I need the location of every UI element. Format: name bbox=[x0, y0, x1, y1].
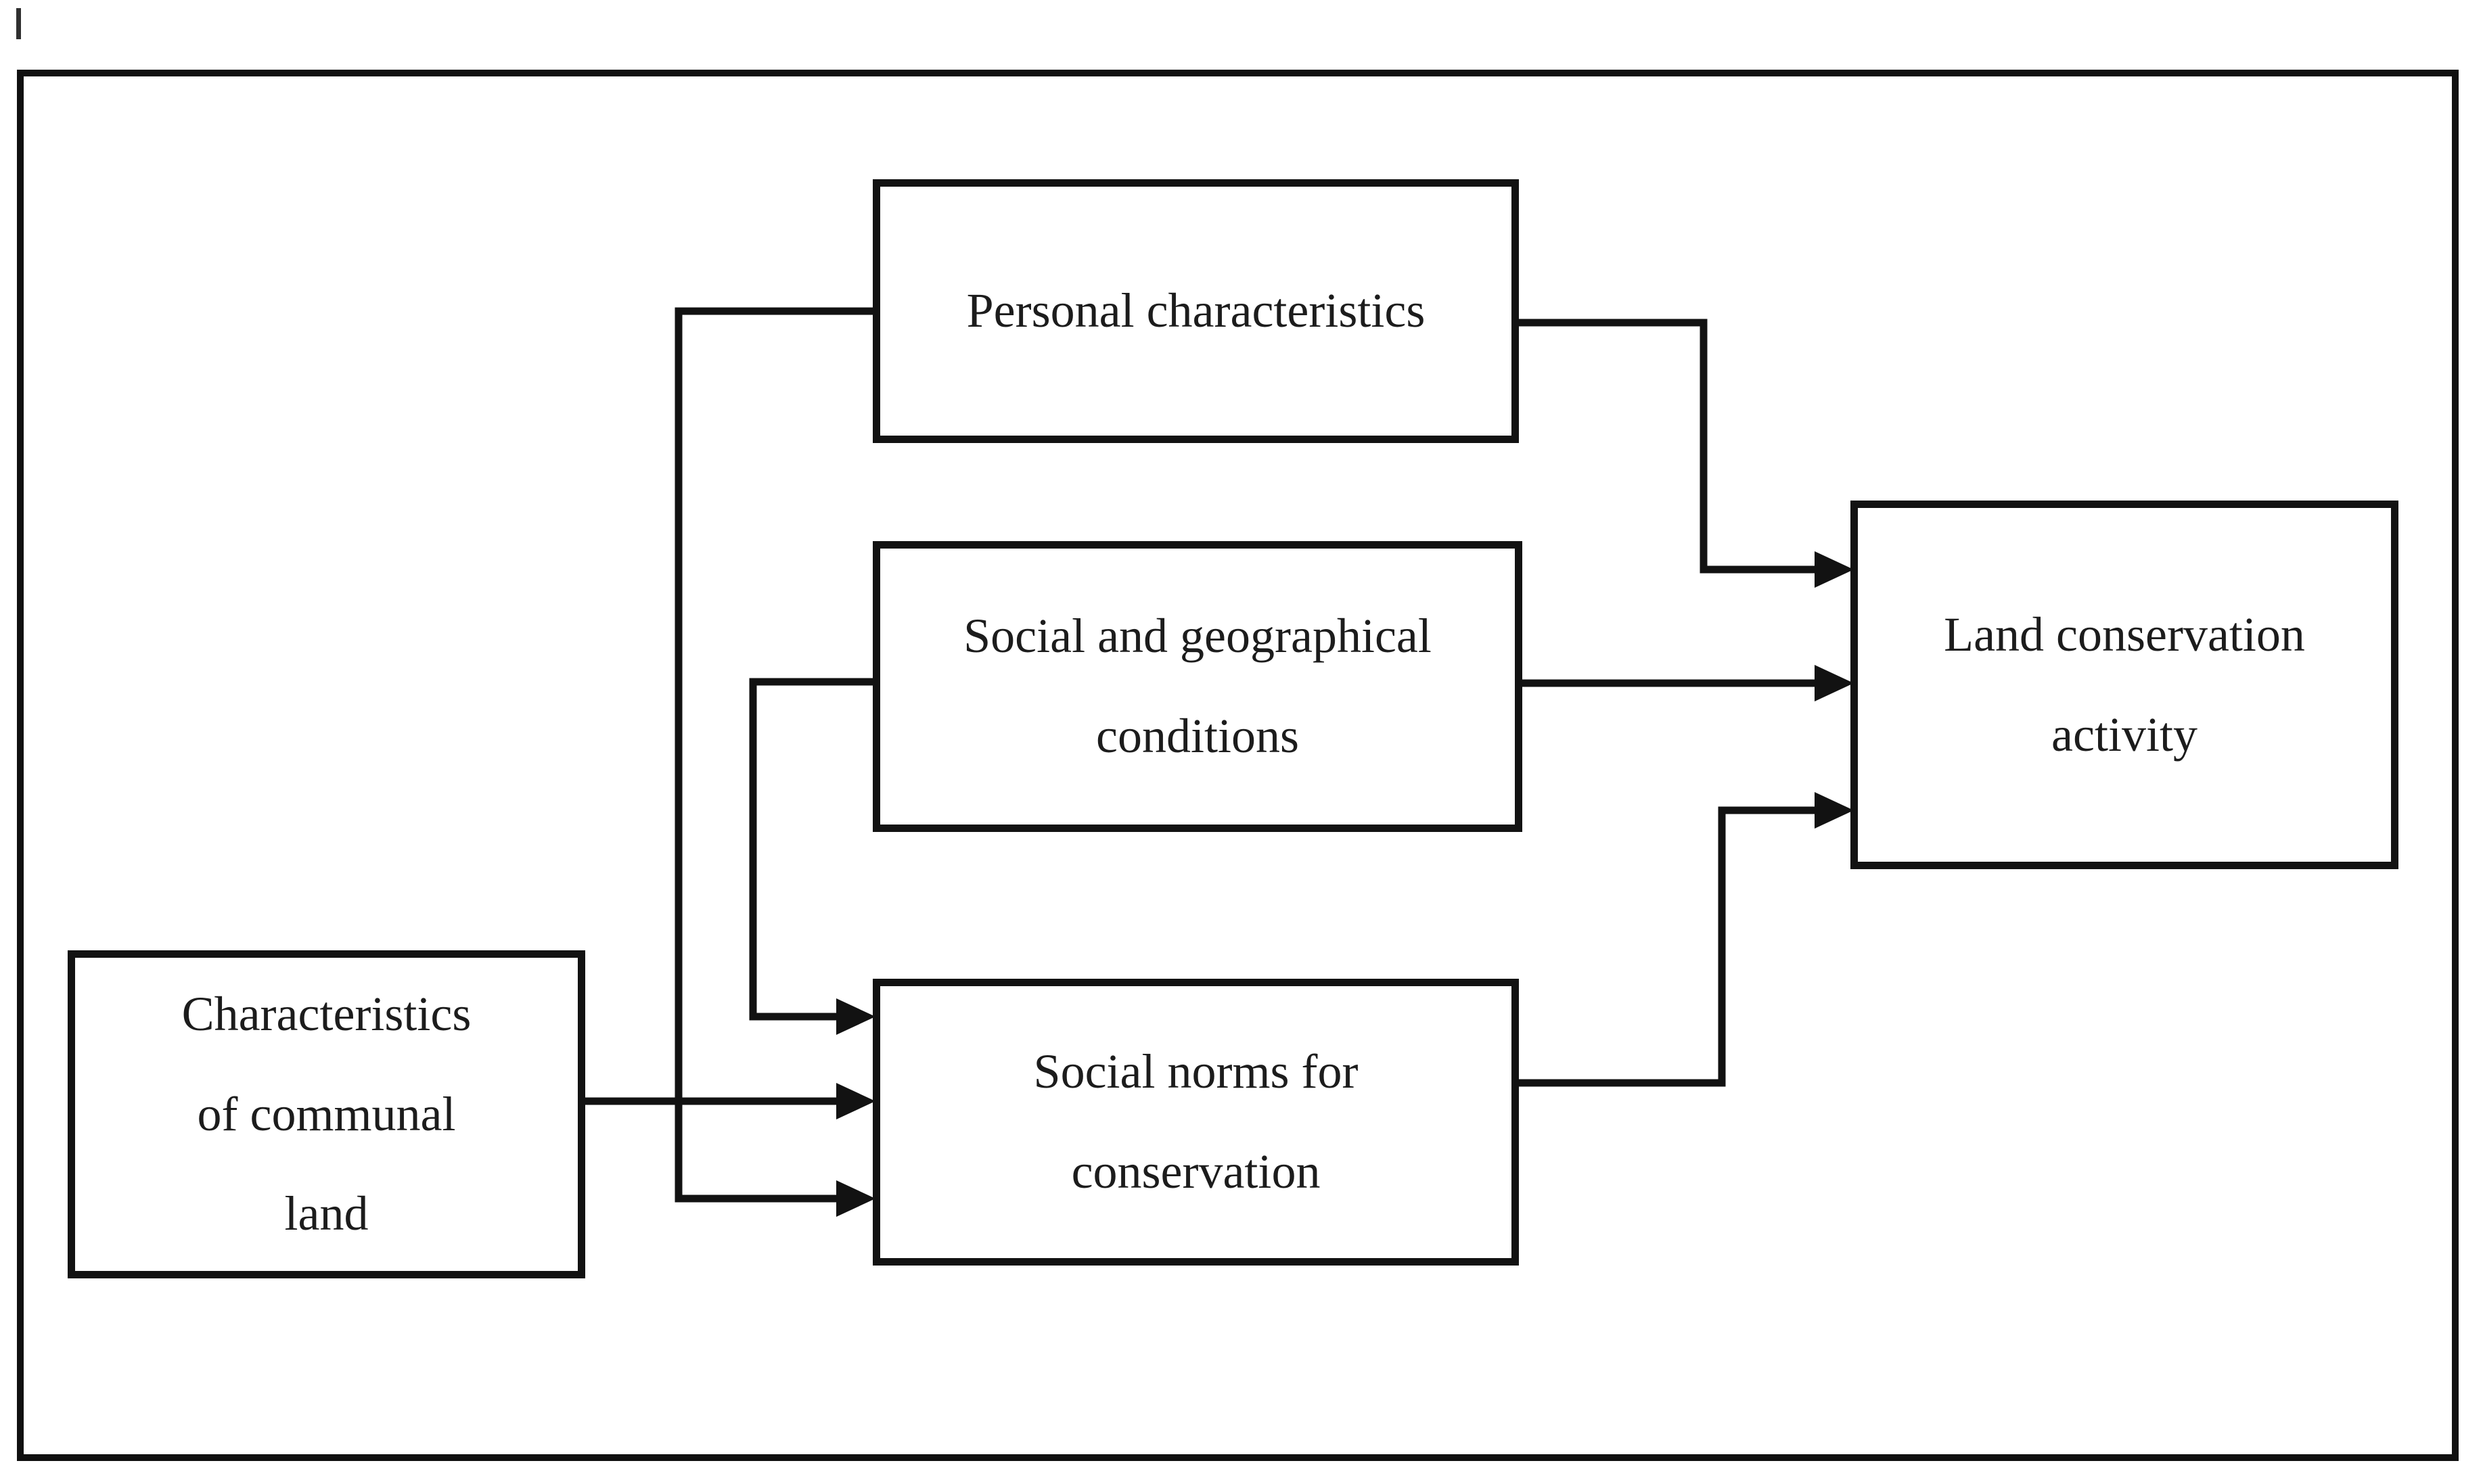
box-characteristics-line: land bbox=[284, 1186, 369, 1241]
box-social-norms-for-conservation: Social norms for conservation bbox=[873, 979, 1519, 1266]
box-characteristics-line: Characteristics bbox=[181, 987, 472, 1042]
box-land-line: activity bbox=[2051, 707, 2197, 762]
scan-artifact-mark bbox=[16, 8, 21, 39]
box-socialnorms-line: conservation bbox=[1071, 1144, 1321, 1199]
box-land-conservation-activity: Land conservation activity bbox=[1850, 501, 2398, 869]
box-personal-line: Personal characteristics bbox=[966, 283, 1426, 338]
box-socialnorms-line: Social norms for bbox=[1033, 1044, 1359, 1099]
box-social-and-geographical-conditions: Social and geographical conditions bbox=[873, 541, 1522, 832]
box-characteristics-line: of communal bbox=[197, 1086, 456, 1141]
box-characteristics-of-communal-land: Characteristics of communal land bbox=[68, 950, 585, 1278]
box-personal-characteristics: Personal characteristics bbox=[873, 179, 1519, 443]
figure-border bbox=[17, 70, 2459, 1461]
box-socialgeo-line: conditions bbox=[1096, 709, 1299, 763]
box-land-line: Land conservation bbox=[1944, 607, 2305, 662]
box-socialgeo-line: Social and geographical bbox=[963, 609, 1432, 664]
